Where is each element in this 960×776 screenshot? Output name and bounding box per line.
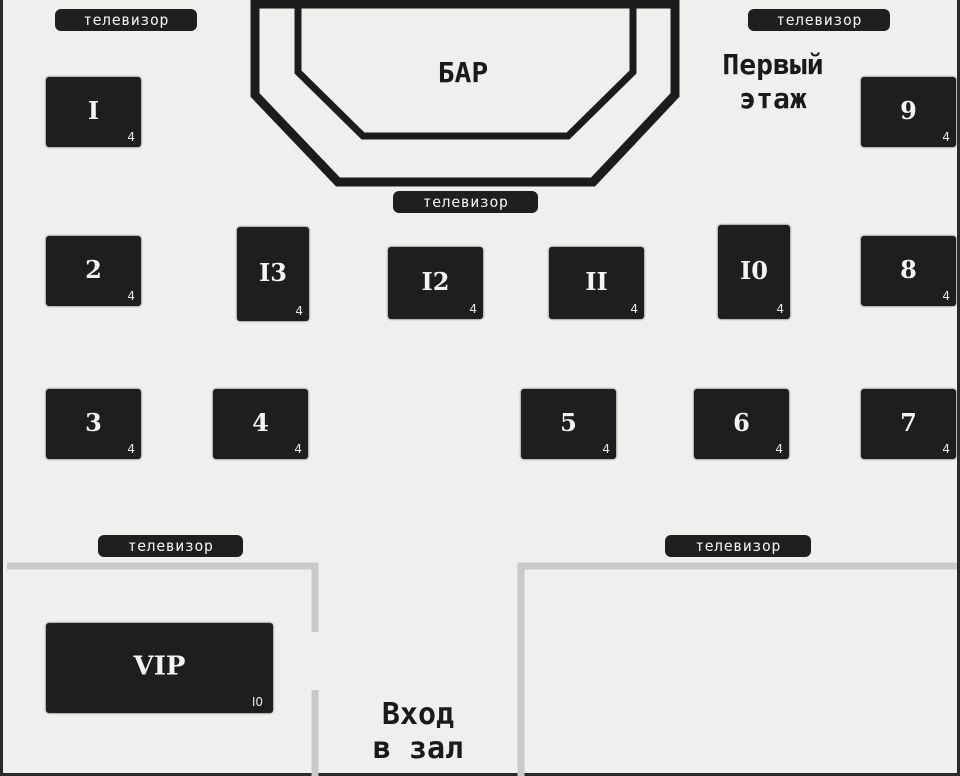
table-8[interactable]: 8 4 — [861, 236, 956, 306]
table-number: 7 — [900, 408, 917, 438]
tv-label-top-left: телевизор — [55, 9, 197, 31]
entrance-label: Вход в зал — [343, 698, 493, 766]
table-number: 4 — [252, 408, 269, 438]
table-number: 2 — [85, 255, 102, 285]
table-seats: 4 — [942, 289, 950, 303]
table-10[interactable]: I0 4 — [718, 225, 790, 319]
tv-label-bottom-right: телевизор — [665, 535, 811, 557]
table-12[interactable]: I2 4 — [388, 247, 483, 319]
entrance-label-line2: в зал — [372, 731, 464, 766]
table-seats: 4 — [127, 289, 135, 303]
table-seats: 4 — [127, 442, 135, 456]
table-number: I — [87, 96, 100, 126]
table-5[interactable]: 5 4 — [521, 389, 616, 459]
floor-label: Первый этаж — [698, 48, 848, 116]
floor-plan-walls — [7, 0, 957, 776]
bar-label: БАР — [437, 56, 489, 89]
table-seats: 4 — [776, 302, 784, 316]
table-11[interactable]: II 4 — [549, 247, 644, 319]
floor-label-line1: Первый — [722, 48, 824, 81]
table-number: I2 — [421, 267, 450, 297]
table-seats: 4 — [294, 442, 302, 456]
table-number: I3 — [259, 258, 287, 288]
tv-label-top-right: телевизор — [748, 9, 890, 31]
table-seats: 4 — [127, 130, 135, 144]
bar-counter-outer — [250, 0, 680, 187]
table-number: 6 — [733, 408, 750, 438]
table-seats: 4 — [942, 130, 950, 144]
tv-label-bottom-left: телевизор — [98, 535, 243, 557]
table-9[interactable]: 9 4 — [861, 77, 956, 147]
table-number: 5 — [560, 408, 577, 438]
table-number: 9 — [900, 96, 917, 126]
tv-label-center: телевизор — [393, 191, 538, 213]
table-13[interactable]: I3 4 — [237, 227, 309, 321]
table-number: 8 — [900, 255, 917, 285]
table-seats: 4 — [295, 304, 303, 318]
table-number: II — [585, 267, 608, 297]
entrance-label-line1: Вход — [381, 697, 455, 732]
table-vip[interactable]: VIP I0 — [46, 623, 273, 713]
table-seats: 4 — [942, 442, 950, 456]
table-2[interactable]: 2 4 — [46, 236, 141, 306]
table-1[interactable]: I 4 — [46, 77, 141, 147]
vip-room-wall — [7, 562, 319, 632]
table-seats: 4 — [630, 302, 638, 316]
table-3[interactable]: 3 4 — [46, 389, 141, 459]
right-room-wall — [517, 562, 957, 776]
table-seats: 4 — [775, 442, 783, 456]
table-number: I0 — [740, 256, 768, 286]
table-7[interactable]: 7 4 — [861, 389, 956, 459]
floor-label-line2: этаж — [739, 82, 807, 115]
table-seats: I0 — [251, 695, 263, 709]
table-seats: 4 — [469, 302, 477, 316]
table-seats: 4 — [602, 442, 610, 456]
bar-counter-inner — [294, 0, 637, 140]
table-number: VIP — [133, 651, 186, 682]
table-4[interactable]: 4 4 — [213, 389, 308, 459]
table-6[interactable]: 6 4 — [694, 389, 789, 459]
table-number: 3 — [85, 408, 102, 438]
